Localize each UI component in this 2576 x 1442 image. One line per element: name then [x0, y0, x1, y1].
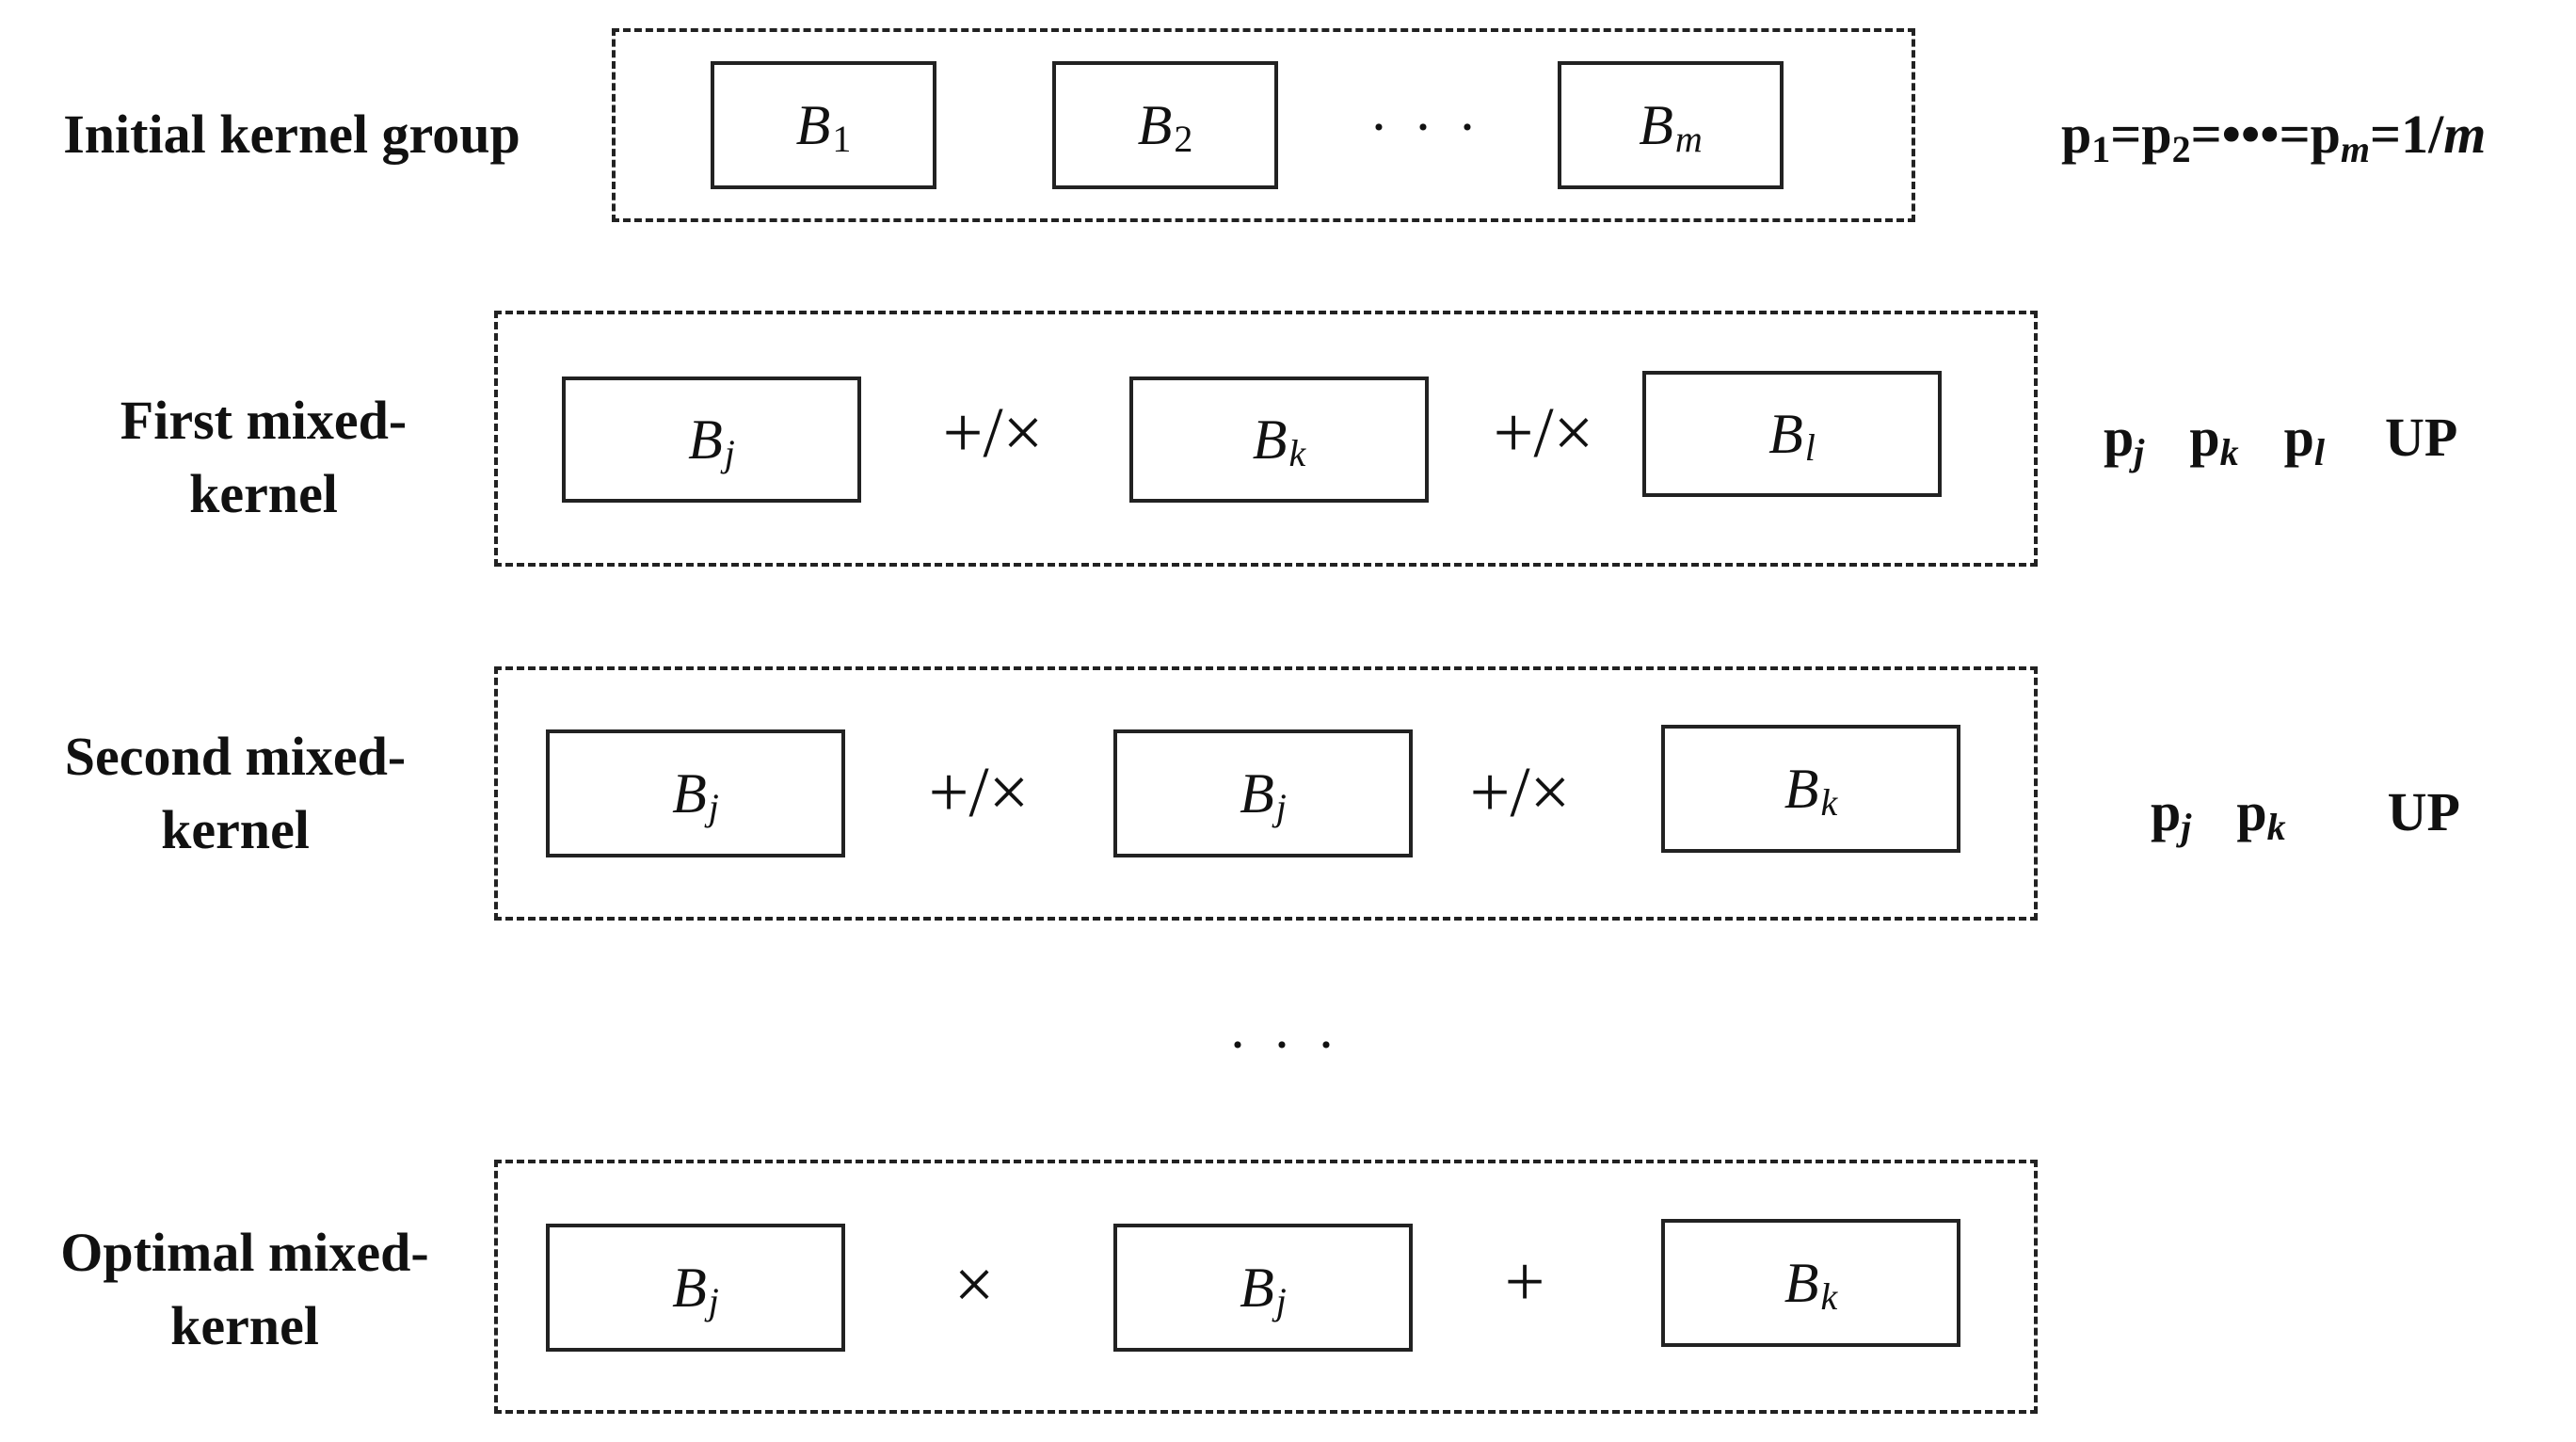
- kernel-subscript: 1: [832, 117, 852, 160]
- up-label: UP: [2387, 781, 2460, 842]
- kernel-base: B: [1240, 1256, 1274, 1319]
- kernel-subscript: j: [724, 431, 735, 474]
- row-label-initial-kernel-group: Initial kernel group: [63, 104, 520, 165]
- first-mixed-kernel-box: [494, 311, 2038, 567]
- operator-plus: +: [1504, 1242, 1545, 1322]
- kernel-subscript: j: [1275, 785, 1287, 828]
- kernel-subscript: m: [1674, 117, 1703, 160]
- operator-plus-times: +/×: [928, 753, 1030, 832]
- row-label-first-mixed-kernel: First mixed- kernel: [120, 390, 408, 524]
- initial-probability-equation: p1=p2=•••=pm=1/m: [2061, 104, 2487, 170]
- kernel-base: B: [672, 761, 707, 825]
- kernel-base: B: [1639, 93, 1673, 156]
- kernel-subscript: j: [1275, 1279, 1287, 1322]
- kernel-subscript: k: [1820, 1274, 1838, 1318]
- middle-ellipsis: · · ·: [1228, 1014, 1341, 1076]
- operator-times: ×: [953, 1245, 995, 1324]
- kernel-subscript: j: [708, 785, 719, 828]
- operator-plus-times: +/×: [1469, 753, 1571, 832]
- kernel-base: B: [1252, 408, 1288, 471]
- optimal-mixed-kernel-box: [494, 1160, 2038, 1414]
- kernel-subscript: j: [708, 1279, 719, 1322]
- kernel-subscript: 2: [1174, 117, 1193, 160]
- kernel-base: B: [672, 1256, 707, 1319]
- kernel-base: B: [1784, 757, 1819, 820]
- kernel-subscript: k: [1288, 431, 1306, 474]
- kernel-base: B: [1137, 93, 1173, 156]
- second-mixed-kernel-box: [494, 666, 2038, 921]
- kernel-subscript: l: [1804, 425, 1816, 469]
- kernel-base: B: [1768, 402, 1803, 465]
- kernel-base: B: [795, 93, 831, 156]
- operator-plus-times: +/×: [942, 393, 1044, 473]
- kernel-base: B: [688, 408, 723, 471]
- row-label-second-mixed-kernel: Second mixed- kernel: [64, 726, 407, 860]
- row-label-optimal-mixed-kernel: Optimal mixed- kernel: [60, 1222, 429, 1356]
- up-label: UP: [2385, 407, 2458, 468]
- kernel-ellipsis: · · ·: [1369, 96, 1482, 158]
- kernel-subscript: k: [1820, 780, 1838, 824]
- operator-plus-times: +/×: [1493, 393, 1594, 473]
- initial-kernel-group-box: [612, 28, 1915, 222]
- kernel-base: B: [1240, 761, 1274, 825]
- kernel-base: B: [1784, 1251, 1819, 1314]
